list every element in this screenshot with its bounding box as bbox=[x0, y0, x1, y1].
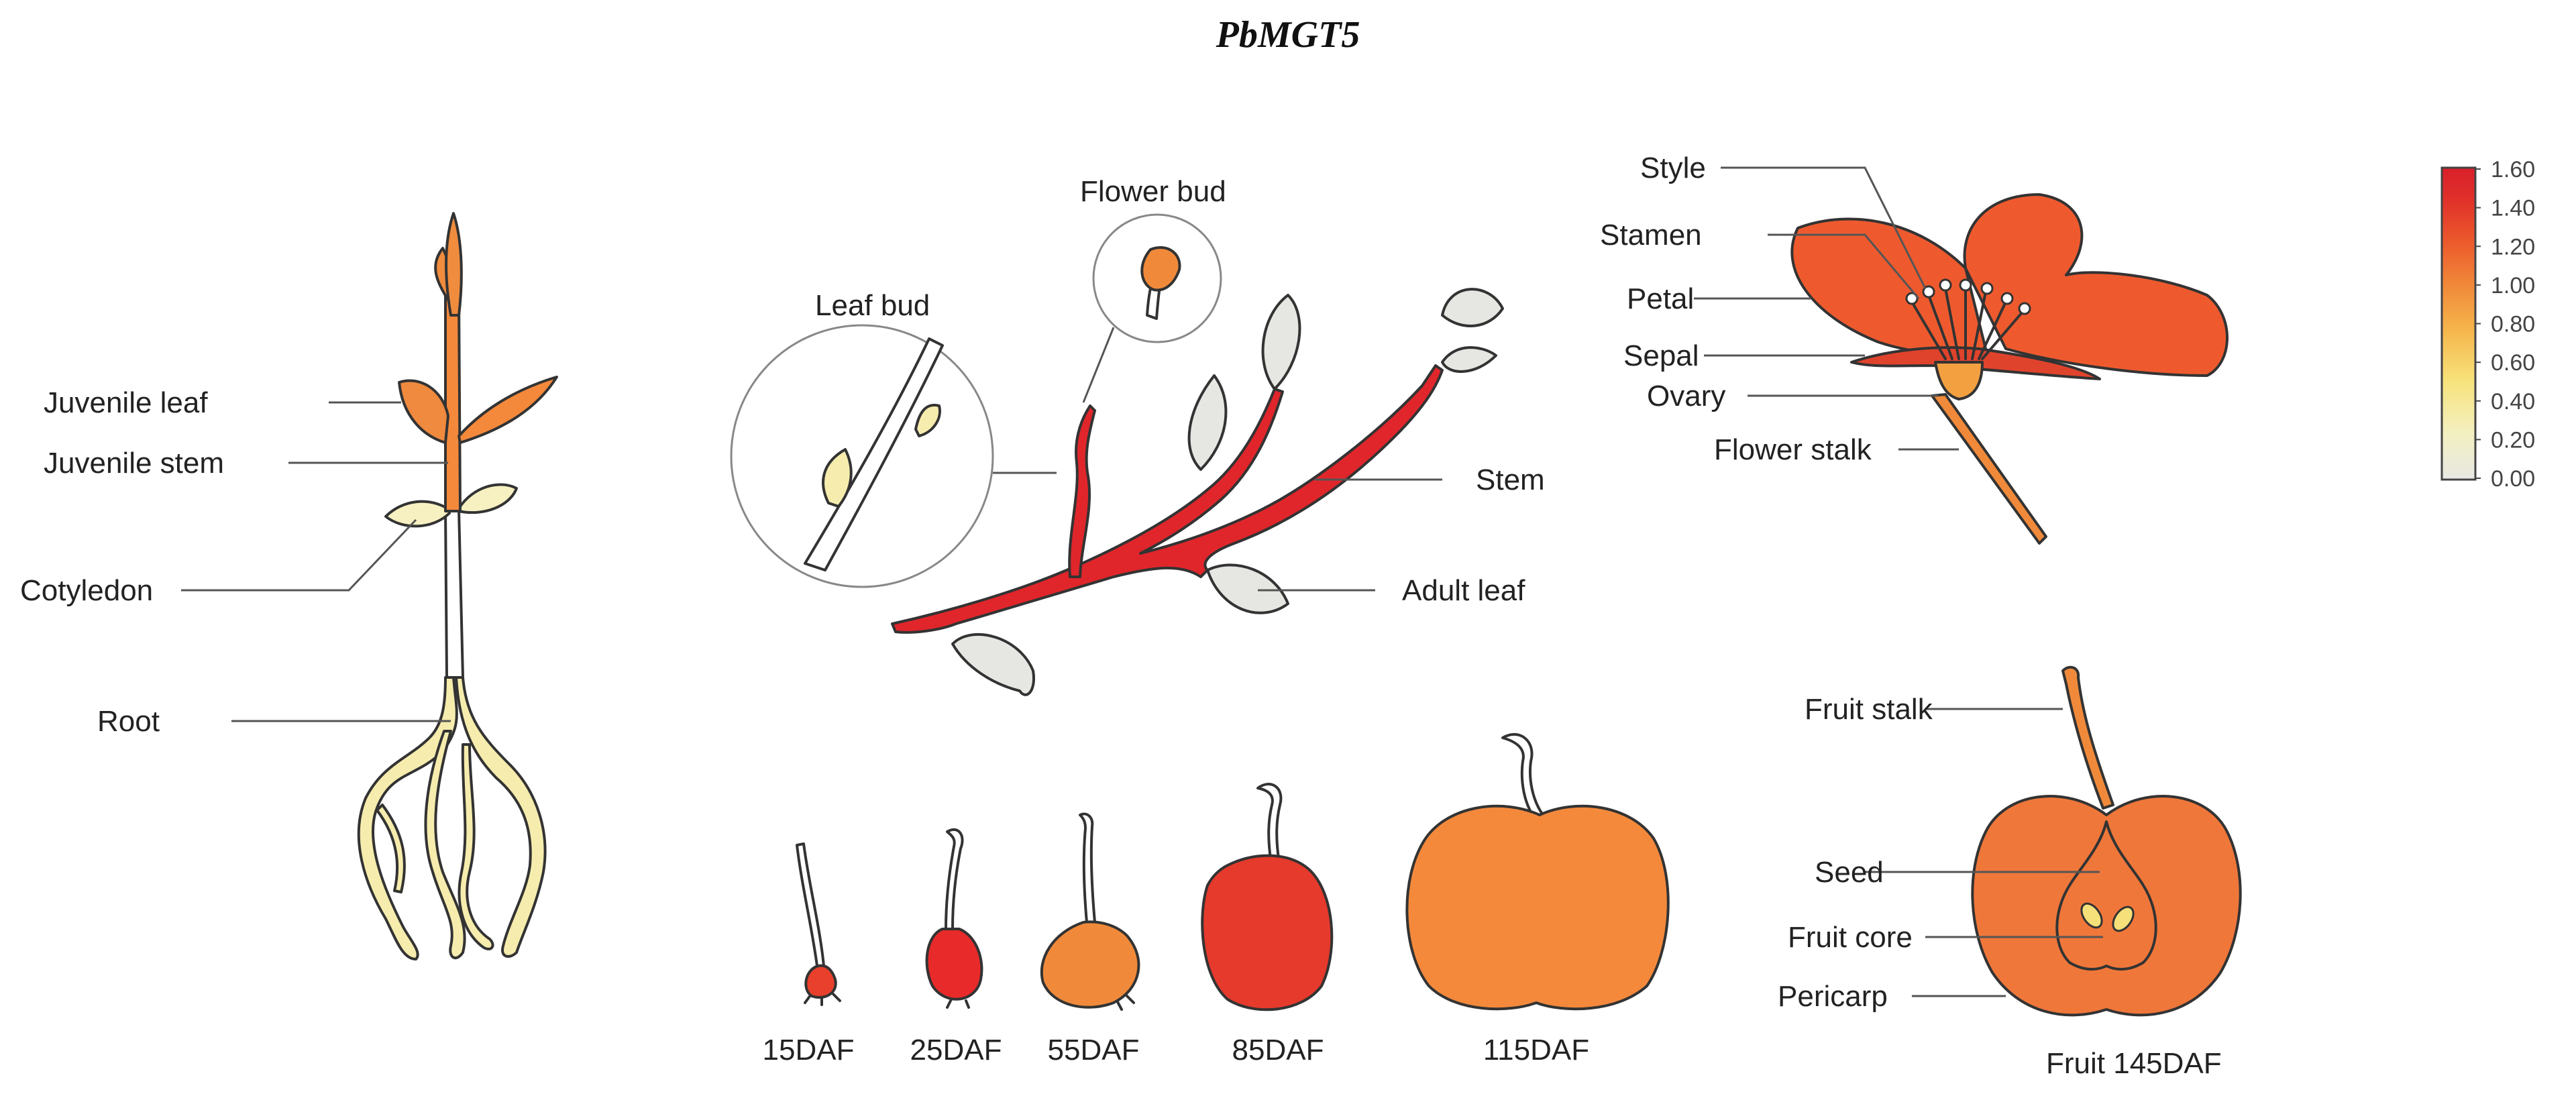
ovary-label: Ovary bbox=[1647, 380, 1725, 413]
color-scale-tick-label: 0.60 bbox=[2491, 350, 2535, 376]
fruit-55daf bbox=[1040, 812, 1140, 1011]
stamen-label: Stamen bbox=[1600, 219, 1702, 252]
flower-bud-label: Flower bud bbox=[1080, 175, 1226, 208]
hypocotyl bbox=[444, 508, 464, 679]
petal-label: Petal bbox=[1627, 282, 1694, 315]
cotyledon bbox=[384, 483, 518, 528]
seed-label: Seed bbox=[1815, 856, 1884, 889]
color-scale-tick-label: 0.40 bbox=[2491, 389, 2535, 415]
color-scale-tick-label: 0.20 bbox=[2491, 427, 2535, 453]
leaf-bud-inset bbox=[730, 324, 994, 588]
root bbox=[357, 676, 547, 960]
fruit-stalk-label: Fruit stalk bbox=[1805, 693, 1933, 726]
stage-label-55daf: 55DAF bbox=[1048, 1034, 1140, 1066]
stamen-leader bbox=[1768, 233, 1920, 299]
fruit-stages: 15DAF 25DAF 55DAF 85DAF 115DAF bbox=[763, 733, 1670, 1066]
pericarp-label: Pericarp bbox=[1778, 980, 1888, 1013]
fruit-25daf bbox=[925, 828, 983, 1009]
adult-leaf-label: Adult leaf bbox=[1402, 574, 1525, 607]
color-scale-tick-label: 0.00 bbox=[2491, 466, 2535, 492]
color-scale-tick-label: 1.60 bbox=[2491, 157, 2535, 182]
juvenile-leaf bbox=[398, 212, 558, 444]
fruit-core-label: Fruit core bbox=[1788, 921, 1913, 954]
juvenile-leaf-label: Juvenile leaf bbox=[44, 386, 208, 419]
fruit-115daf bbox=[1405, 733, 1670, 1011]
fruit-15daf bbox=[796, 842, 841, 1006]
color-scale-bar bbox=[2440, 166, 2477, 481]
color-scale-tick-label: 1.40 bbox=[2491, 196, 2535, 221]
flower-bud-inset bbox=[1092, 213, 1222, 343]
cotyledon-label: Cotyledon bbox=[20, 574, 153, 607]
color-scale-tick-label: 1.00 bbox=[2491, 273, 2535, 298]
style-label: Style bbox=[1640, 152, 1706, 184]
seedling bbox=[357, 212, 558, 960]
juvenile-stem bbox=[444, 294, 462, 512]
seed bbox=[2112, 905, 2135, 932]
figure-title: PbMGT5 bbox=[1216, 14, 1360, 56]
cotyledon-leader bbox=[181, 518, 417, 592]
fruit-core bbox=[2055, 820, 2157, 971]
juvenile-stem-label: Juvenile stem bbox=[44, 447, 224, 480]
leaf-bud-label: Leaf bud bbox=[815, 289, 930, 322]
seed bbox=[2080, 902, 2103, 929]
root-label: Root bbox=[97, 705, 160, 738]
fruit-85daf bbox=[1201, 783, 1334, 1011]
adult-leaves bbox=[951, 288, 1504, 696]
petal-left bbox=[1790, 217, 1987, 355]
ovary bbox=[1934, 361, 1984, 400]
color-scale-tick-label: 0.80 bbox=[2491, 312, 2535, 337]
petal-right bbox=[1963, 193, 2229, 377]
flower bbox=[1790, 193, 2229, 545]
stage-label-85daf: 85DAF bbox=[1232, 1034, 1324, 1066]
stem-label: Stem bbox=[1476, 463, 1545, 496]
branch bbox=[891, 288, 1504, 696]
stage-label-25daf: 25DAF bbox=[910, 1034, 1002, 1066]
mature-fruit bbox=[1971, 665, 2242, 1017]
fruit-stalk bbox=[2061, 665, 2114, 810]
color-scale-legend: 1.60 1.40 1.20 1.00 0.80 0.60 0.40 0.20 0.00 bbox=[2440, 157, 2535, 492]
stage-label-15daf: 15DAF bbox=[763, 1034, 855, 1066]
style-leader bbox=[1721, 166, 1927, 289]
flower-stalk-label: Flower stalk bbox=[1714, 433, 1872, 466]
color-scale-tick-label: 1.20 bbox=[2491, 234, 2535, 260]
flower-bud-connector bbox=[1082, 327, 1115, 403]
sepal-label: Sepal bbox=[1623, 339, 1699, 372]
stage-label-115daf: 115DAF bbox=[1483, 1034, 1589, 1066]
flower-stalk bbox=[1931, 393, 2047, 545]
mature-fruit-caption: Fruit 145DAF bbox=[2046, 1047, 2222, 1080]
stamens bbox=[1905, 278, 2031, 360]
